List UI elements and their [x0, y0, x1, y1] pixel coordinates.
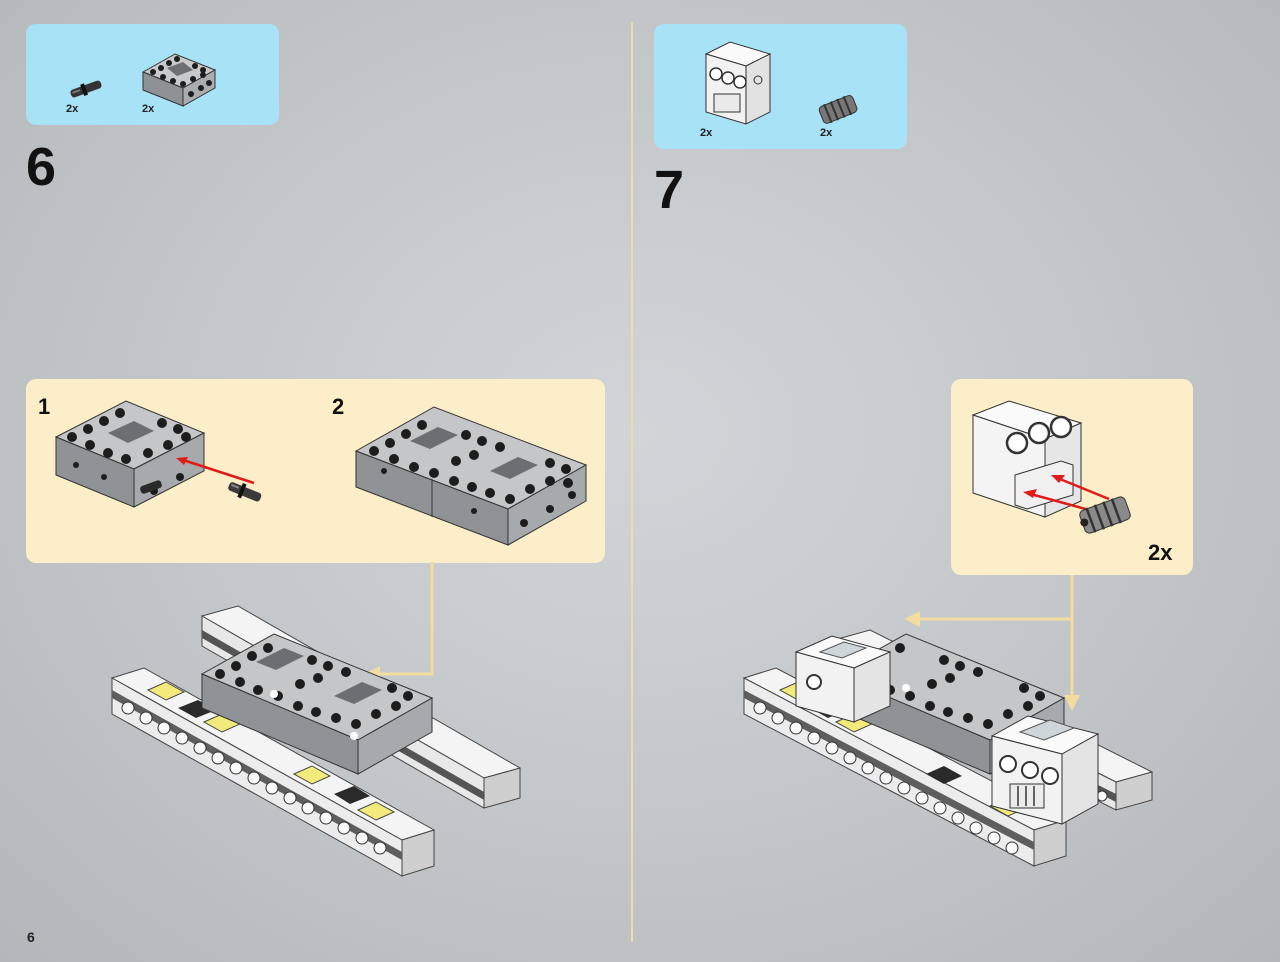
step6-number: 6 [26, 137, 57, 197]
step7-part1-qty: 2x [700, 127, 713, 139]
sub-step-2-diagram [354, 406, 588, 546]
pin-icon [70, 80, 102, 98]
sub-step-1-number: 1 [38, 394, 51, 419]
step7-callout-diagram [971, 400, 1131, 534]
step7-parts-callout: 2x 2x [654, 24, 907, 149]
sub-step-1-diagram [54, 400, 262, 508]
step6-part1-qty: 2x [66, 103, 79, 115]
white-brick-icon [704, 41, 772, 125]
step6-main-model [110, 605, 522, 877]
page-number: 6 [27, 929, 35, 945]
worm-gear-icon [818, 94, 858, 124]
sub-step-2-number: 2 [332, 394, 345, 419]
step7-leader-arrows [904, 575, 1080, 711]
step7-main-model [742, 629, 1154, 867]
page-divider [631, 22, 633, 942]
step7-subassembly-callout: 2x [951, 379, 1193, 575]
step7-part2-qty: 2x [820, 127, 833, 139]
brick-frame-icon [141, 53, 217, 107]
step6-subassembly-callout: 1 2 [26, 379, 605, 563]
step6-part2-qty: 2x [142, 103, 155, 115]
step7-callout-qty: 2x [1148, 540, 1173, 565]
step6-parts-callout: 2x 2x [26, 24, 279, 125]
step7-number: 7 [654, 160, 685, 220]
